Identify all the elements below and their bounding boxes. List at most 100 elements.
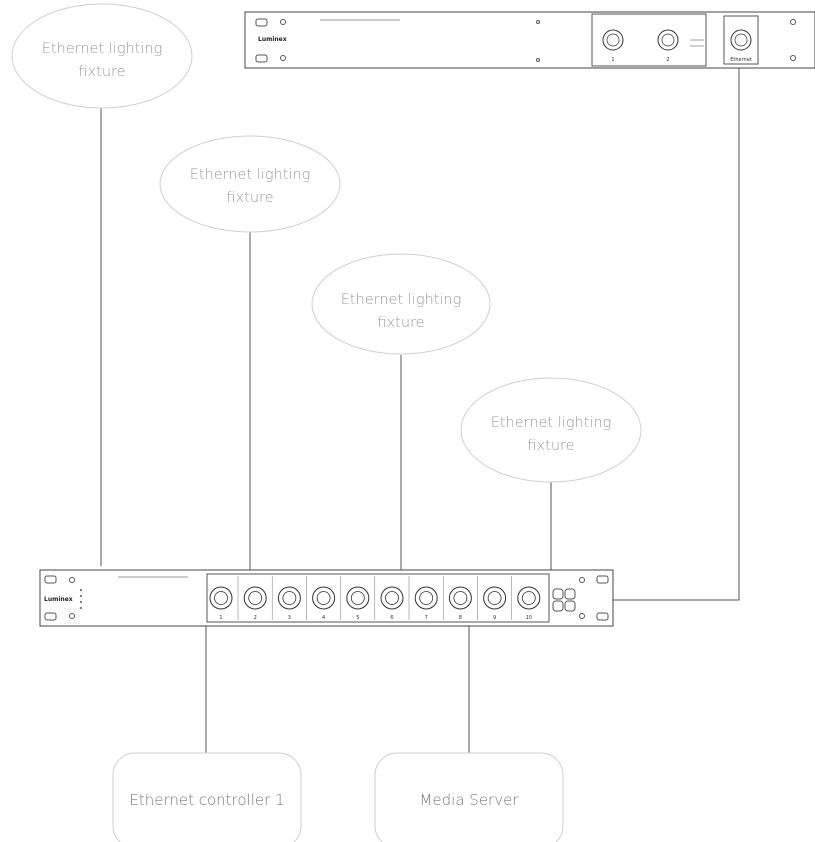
arrow-icon (690, 39, 704, 47)
mount-slot-icon (44, 612, 57, 621)
switch-port-5: 5 (346, 576, 376, 621)
connection-lines (100, 60, 740, 753)
switch-rack-unit: Luminex 1 2 3 4 5 6 7 8 9 10 (39, 569, 614, 627)
switch-port-7: 7 (414, 576, 444, 621)
port-label: Ethernet (730, 57, 752, 63)
port-label: 2 (666, 57, 669, 63)
indicator-icon (552, 588, 564, 600)
screw-icon (790, 55, 796, 61)
ethercon-connector-inner-icon (521, 591, 536, 605)
port-label: 1 (611, 57, 614, 63)
controller-box (112, 752, 302, 842)
top-unit-body (244, 11, 815, 69)
ethercon-connector-icon (346, 586, 370, 610)
media-server-node: Media Server (374, 752, 564, 842)
switch-port-4: 4 (312, 576, 341, 621)
port-label: 2 (254, 615, 257, 621)
ethercon-connector-icon (414, 586, 438, 610)
switch-ports: 1 2 3 4 5 6 7 8 9 10 (209, 576, 541, 621)
screw-icon (579, 577, 585, 583)
status-led-icon (80, 607, 82, 609)
fixture-1: Ethernet lighting fixture (11, 3, 193, 109)
xlr-connector-inner-icon (606, 33, 620, 47)
mount-slot-icon (596, 575, 609, 584)
fixture-ellipse (460, 377, 642, 483)
ethernet-port-panel (723, 15, 759, 65)
fixture-ellipse (11, 3, 193, 109)
fixture-label-line2: fixture (226, 190, 273, 206)
ethercon-connector-icon (483, 586, 507, 610)
ethercon-connector-inner-icon (214, 591, 228, 605)
status-led-icon (80, 589, 82, 591)
screw-icon (536, 58, 540, 62)
media-server-label: Media Server (419, 791, 519, 809)
screw-icon (280, 55, 286, 61)
fixture-label-line2: fixture (527, 438, 574, 454)
status-indicators (552, 588, 576, 612)
xlr-connector-icon (657, 29, 679, 51)
ethercon-connector-icon (277, 586, 301, 610)
ethercon-connector-inner-icon (316, 591, 331, 605)
controller-label: Ethernet controller 1 (129, 791, 284, 809)
fixture-label-line1: Ethernet lighting (42, 41, 163, 57)
screw-icon (536, 20, 540, 24)
ethercon-connector-icon (380, 586, 404, 610)
ethercon-connector-inner-icon (248, 591, 263, 605)
top-port-2: 2 (657, 29, 679, 63)
ethercon-connector-inner-icon (282, 591, 297, 605)
mount-slot-icon (44, 575, 57, 584)
port-panel (591, 13, 707, 67)
fixture-ellipse (159, 135, 341, 233)
status-led-icon (80, 601, 82, 603)
mount-slot-icon (255, 54, 268, 63)
port-label: 6 (390, 615, 393, 621)
switch-unit-brand: Luminex (44, 596, 73, 603)
switch-port-3: 3 (277, 576, 307, 621)
ethercon-connector-icon (209, 586, 233, 610)
switch-port-9: 9 (483, 576, 512, 621)
screw-icon (790, 19, 796, 25)
ethercon-connector-inner-icon (385, 591, 399, 605)
indicator-icon (564, 600, 576, 612)
port-label: 3 (288, 615, 291, 621)
fixture-label-line1: Ethernet lighting (341, 292, 462, 308)
ethercon-connector-inner-icon (453, 591, 468, 605)
indicator-icon (564, 588, 576, 600)
fixture-label-line2: fixture (377, 315, 424, 331)
status-legend (80, 589, 82, 609)
port-label: 10 (526, 615, 532, 621)
ethercon-connector-icon (730, 29, 752, 51)
screw-icon (280, 19, 286, 25)
ethercon-connector-icon (243, 586, 267, 610)
mount-slot-icon (255, 18, 268, 27)
screw-icon (69, 613, 75, 619)
switch-port-6: 6 (380, 576, 410, 621)
fixture-2: Ethernet lighting fixture (159, 135, 341, 233)
fixture-label-line2: fixture (78, 64, 125, 80)
fixture-4: Ethernet lighting fixture (460, 377, 642, 483)
ethercon-connector-icon (312, 586, 336, 610)
switch-port-8: 8 (448, 576, 478, 621)
top-port-ethernet: Ethernet (730, 29, 752, 63)
port-label: 5 (356, 615, 359, 621)
screw-icon (69, 577, 75, 583)
port-label: 4 (322, 615, 325, 621)
ethercon-connector-icon (517, 586, 541, 610)
switch-port-1: 1 (209, 576, 239, 621)
switch-port-10: 10 (517, 586, 541, 621)
port-panel (206, 573, 550, 623)
port-label: 9 (493, 615, 496, 621)
xlr-connector-icon (602, 29, 624, 51)
indicator-icon (552, 600, 564, 612)
fixture-3: Ethernet lighting fixture (311, 253, 491, 355)
xlr-connector-inner-icon (661, 33, 675, 47)
line-top-unit-to-switch (612, 60, 740, 601)
port-label: 7 (425, 615, 428, 621)
top-rack-unit: Luminex 1 2 Ethernet (244, 11, 815, 69)
ethercon-connector-inner-icon (734, 33, 748, 47)
screw-icon (579, 613, 585, 619)
port-label: 8 (459, 615, 462, 621)
ethercon-connector-inner-icon (350, 591, 365, 605)
ethercon-connector-inner-icon (487, 591, 502, 605)
top-unit-brand: Luminex (258, 36, 287, 43)
